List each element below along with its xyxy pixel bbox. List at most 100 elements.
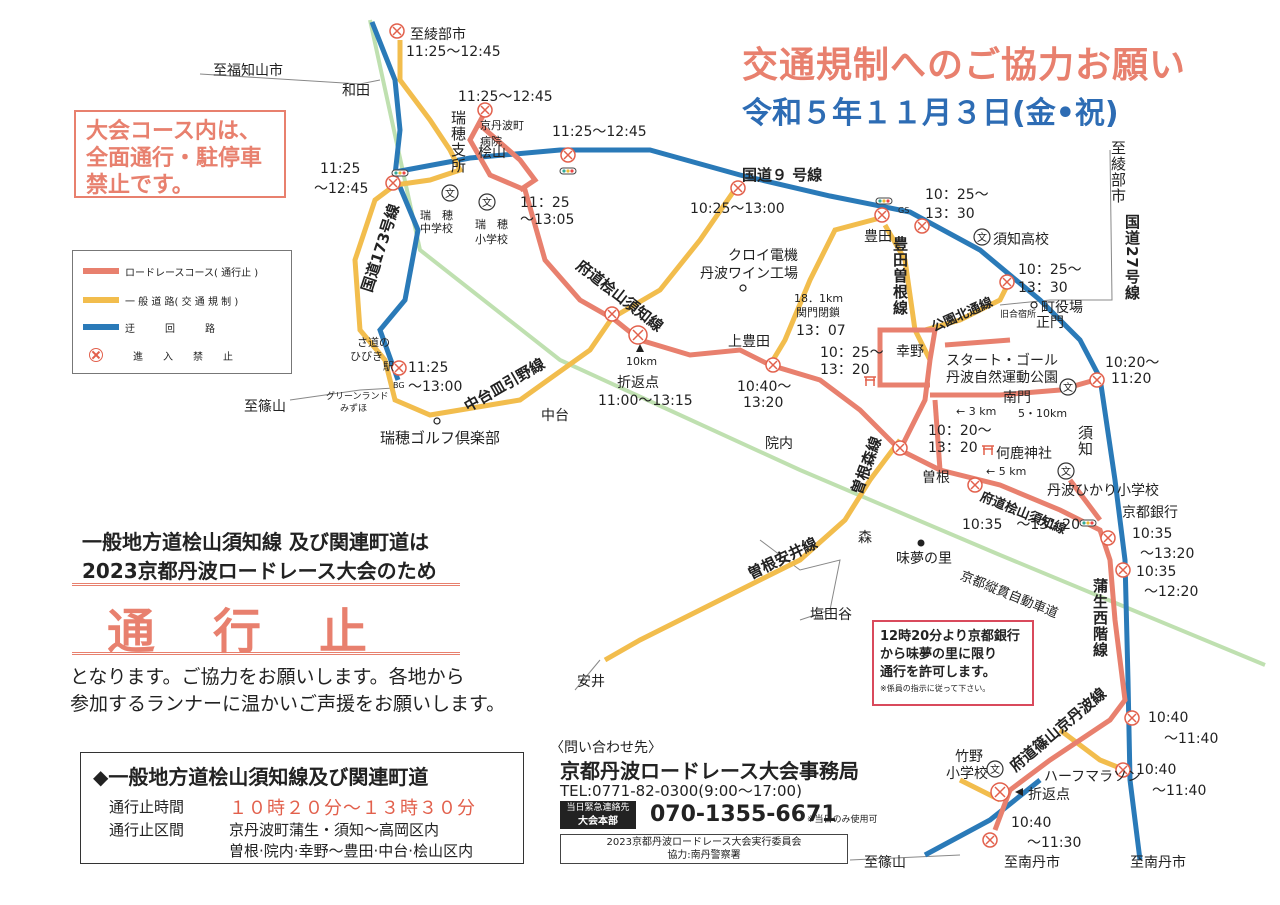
place-label: 瑞 穂: [475, 218, 508, 231]
course-route: [478, 123, 539, 193]
cooperation: 協力:南丹警察署: [667, 850, 741, 861]
no-entry-icon: [730, 180, 746, 196]
place-label: 上豊田: [728, 334, 770, 350]
no-entry-icon: [560, 147, 576, 163]
place-label: 味夢の里: [896, 551, 952, 567]
time-label: 〜11:30: [1027, 835, 1082, 851]
time-label: 10:35: [1132, 526, 1173, 542]
legend-swatch: [83, 268, 119, 274]
general-road: [352, 40, 615, 418]
legend-item-general: 一 般 道 路( 交 通 規 制 ): [83, 292, 283, 308]
place-label: ← 3 km: [956, 405, 997, 418]
time-label: 13：20: [820, 362, 870, 378]
no-entry-icon: [892, 440, 908, 456]
landmark-dot: [433, 417, 441, 425]
general-road: [882, 223, 933, 362]
shrine-icon: [864, 376, 876, 386]
time-label: 13：30: [1018, 280, 1068, 296]
place-label: 18．1km: [794, 292, 844, 305]
closure-details-box: ◆一般地方道桧山須知線及び関連町道 通行止時間 １０時２０分〜１３時３０分 通行…: [80, 752, 524, 864]
place-label: 竹野: [955, 749, 983, 765]
road-label: 国道27号線: [1123, 214, 1141, 301]
time-label: 11:20: [1111, 371, 1152, 387]
page-title: 交通規制へのご協力お願い: [742, 45, 1187, 86]
course-route: [877, 327, 938, 452]
emergency-label: 当日緊急連絡先: [566, 803, 630, 813]
course-route: [932, 399, 943, 471]
time-label: 〜12:20: [1144, 584, 1199, 600]
landmark-dot: [1030, 301, 1038, 309]
no-entry-icon: [914, 218, 930, 234]
time-label: 10:40: [1011, 815, 1052, 831]
school-icon: 文: [973, 228, 991, 246]
no-entry-icon: [1089, 372, 1105, 388]
time-label: 10:40: [1136, 762, 1177, 778]
direction-label: 至篠山: [244, 399, 286, 415]
place-label: 瑞 穂: [420, 209, 453, 222]
place-label: クロイ電機: [728, 248, 798, 264]
map-legend: ロードレースコース( 通行止 ) 一 般 道 路( 交 通 規 制 ) 迂 回 …: [72, 250, 292, 374]
direction-label: 至篠山: [864, 855, 906, 871]
place-label: 小学校: [475, 233, 508, 246]
time-label: 10：25〜: [820, 345, 884, 361]
no-entry-icon: [385, 175, 401, 191]
place-label: 中台: [541, 408, 569, 424]
time-label: 11：25: [520, 195, 570, 211]
place-label: 須知: [1076, 425, 1094, 457]
course-route: [930, 377, 1096, 398]
time-label: 11:25〜12:45: [406, 44, 501, 60]
place-label: 院内: [765, 436, 793, 452]
place-label: 安井: [577, 674, 605, 690]
place-label: 桧山: [478, 145, 506, 161]
legend-label: ロードレースコース( 通行止 ): [125, 267, 259, 279]
permit-line: から味夢の里に限り: [880, 647, 998, 662]
legend-label: 進 入 禁 止: [133, 351, 233, 363]
svg-text:文: 文: [445, 187, 455, 200]
notice-line: 大会コース内は、: [86, 119, 261, 144]
event-date: 令和５年１１月３日(金•祝): [742, 96, 1119, 131]
place-label: 京都銀行: [1122, 505, 1178, 521]
time-label: 11:25: [408, 360, 449, 376]
emergency-label: 大会本部: [578, 816, 618, 827]
closure-time-label: 通行止時間: [109, 798, 185, 816]
signal-icon: [391, 169, 409, 177]
place-label: ひびき: [350, 350, 383, 363]
place-label: 塩田谷: [810, 607, 852, 623]
direction-label: 至南丹市: [1004, 855, 1060, 871]
contact-heading: 〈問い合わせ先〉: [550, 740, 662, 756]
no-entry-icon: [982, 832, 998, 848]
notice-line: 全面通行・駐停車: [86, 146, 263, 171]
time-label: 〜13:00: [408, 379, 463, 395]
course-route: [944, 337, 1011, 348]
direction-label: 至綾部市: [410, 27, 466, 43]
time-label: 〜11:40: [1164, 731, 1219, 747]
place-label: 丹波ひかり小学校: [1047, 483, 1159, 499]
place-label: 折返点: [1028, 787, 1070, 803]
no-entry-icon: [477, 102, 493, 118]
place-label: 旧合宿所: [1000, 310, 1037, 320]
no-entry-icon: [1115, 762, 1131, 778]
minor-road: [759, 539, 841, 621]
info-line: 一般地方道桧山須知線 及び関連町道は: [82, 530, 429, 554]
legend-item-detour: 迂 回 路: [83, 319, 283, 335]
notice-line: 禁止です。: [86, 173, 194, 198]
time-label: 10:35: [1136, 564, 1177, 580]
minor-road: [999, 149, 1113, 306]
general-road: [1058, 728, 1126, 773]
emergency-number: 070-1355-6671: [650, 802, 837, 827]
place-label: 和田: [342, 83, 370, 99]
place-label: 瑞穂ゴルフ倶楽部: [380, 429, 501, 447]
permit-notice-box: 12時20分より京都銀行 から味夢の里に限り 通行を許可します。 ※係員の指示に…: [872, 620, 1034, 706]
closure-area-value: 京丹波町蒲生・須知〜高岡区内: [229, 821, 440, 839]
place-label: さ: [357, 336, 368, 349]
road-closed-banner: 通行止: [72, 583, 460, 660]
place-label: 11:00〜13:15: [598, 393, 693, 409]
place-label: ハーフマラソン: [1044, 769, 1142, 785]
place-label: 13：07: [796, 323, 846, 339]
info-line: となります。ご協力をお願いします。各地から: [70, 666, 465, 688]
legend-item-no-entry: 進 入 禁 止: [83, 347, 283, 363]
detour-route: [923, 778, 1042, 858]
minor-road: [199, 73, 381, 85]
no-entry-icon: [967, 477, 983, 493]
landmark-dot: [917, 539, 925, 547]
